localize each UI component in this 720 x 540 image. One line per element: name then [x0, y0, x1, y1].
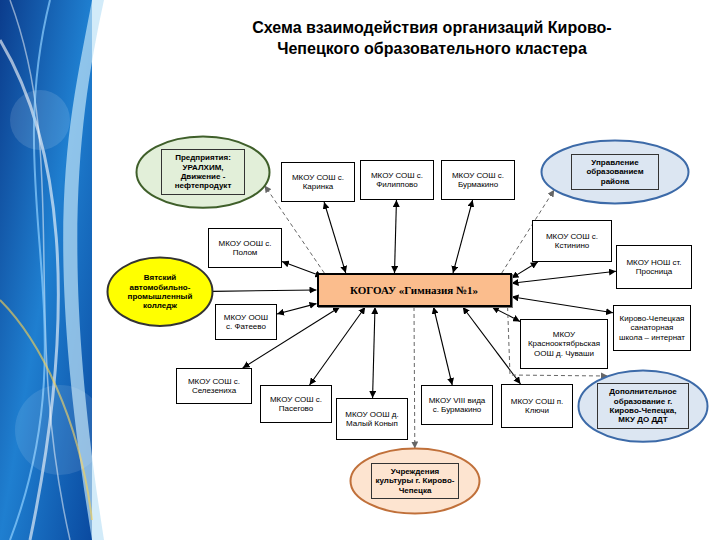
- node-label: МКОУ ООШ с. Полом: [213, 239, 277, 258]
- node-label: МКОУ СОШ с. Пасегово: [265, 395, 327, 414]
- arrow-connector: [512, 297, 614, 313]
- swirl-circle: [10, 90, 70, 150]
- node-label: МКОУ СОШ с. Кстинино: [537, 232, 607, 251]
- node-label: МКОУ ООШ д. Малый Конып: [341, 410, 403, 429]
- node-label: МКОУ СОШ с. Филиппово: [365, 171, 429, 190]
- partner-ellipse: Вятский автомобильно-промышленный коллед…: [106, 256, 214, 327]
- ellipse-shape: [579, 370, 708, 441]
- node-label: МКОУ VIII вида с. Бурмакино: [426, 396, 488, 415]
- school-box: МКОУ ООШ с. Фатеево: [215, 304, 277, 340]
- slide-title: Схема взаимодействия организаций Кирово-…: [232, 18, 632, 60]
- partner-ellipse: Дополнительное образование г. Кирово-Чеп…: [577, 369, 709, 443]
- arrow-connector: [324, 202, 346, 273]
- ellipse-shape: [542, 141, 689, 204]
- arrow-connector: [512, 271, 617, 283]
- node-label: МКОУ СОШ с. Каринка: [286, 173, 350, 192]
- ellipse-shape: [137, 136, 270, 207]
- arrow-connector: [492, 307, 520, 321]
- school-box: МКОУ СОШ с. Пасегово: [260, 385, 332, 423]
- school-box: МКОУ ООШ д. Малый Конып: [336, 398, 408, 440]
- node-label: МКОУ СОШ с. Бурмакино: [446, 171, 510, 190]
- school-box: МКОУ СОШ п. Ключи: [501, 384, 573, 428]
- node-label: Кирово-Чепецкая санаторная школа – интер…: [618, 314, 686, 342]
- ellipse-shape: [108, 258, 213, 326]
- school-box: Кирово-Чепецкая санаторная школа – интер…: [613, 305, 691, 351]
- swirl-circle: [15, 385, 105, 475]
- node-label: МКОУ Краснооктябрьская ООШ д. Чуваши: [525, 330, 603, 358]
- dashed-arrow: [414, 307, 416, 449]
- node-label: МКОУ СОШ п. Ключи: [506, 397, 568, 416]
- arrow-connector: [434, 307, 453, 385]
- node-label: МКОУ НОШ ст. Просница: [621, 258, 687, 277]
- node-label: Учреждения культуры г. Кирово-Чепецка: [375, 467, 455, 495]
- node-label: МКОУ ООШ с. Фатеево: [220, 313, 272, 332]
- arrow-connector: [512, 262, 538, 278]
- school-box: МКОУ СОШ с. Кстинино: [532, 220, 612, 262]
- school-box: МКОУ СОШ с. Селезениха: [176, 368, 252, 404]
- arrow-connector: [310, 307, 366, 385]
- partner-ellipse: Управление образованием района: [540, 139, 690, 205]
- dashed-arrow: [508, 307, 608, 376]
- node-label: МКОУ СОШ с. Селезениха: [181, 377, 247, 396]
- school-box: МКОУ НОШ ст. Просница: [616, 245, 692, 289]
- school-box: МКОУ СОШ с. Филиппово: [360, 160, 434, 200]
- arrow-connector: [212, 290, 316, 291]
- node-label: Предприятия: УРАЛХИМ, Движение - нефтепр…: [165, 153, 241, 191]
- inner-label-box: Предприятия: УРАЛХИМ, Движение - нефтепр…: [161, 149, 245, 195]
- partner-ellipse: Предприятия: УРАЛХИМ, Движение - нефтепр…: [135, 135, 271, 209]
- inner-label: Вятский автомобильно-промышленный коллед…: [121, 270, 199, 314]
- ellipse-shape: [351, 449, 480, 514]
- inner-label-box: Учреждения культуры г. Кирово-Чепецка: [371, 463, 459, 499]
- school-box: МКОУ ООШ с. Полом: [208, 228, 282, 268]
- central-box: КОГОАУ «Гимназия №1»: [317, 273, 512, 307]
- node-label: Вятский автомобильно-промышленный коллед…: [124, 273, 196, 311]
- school-box: МКОУ СОШ с. Бурмакино: [441, 160, 515, 200]
- school-box: МКОУ Краснооктябрьская ООШ д. Чуваши: [520, 319, 608, 369]
- node-label: Дополнительное образование г. Кирово-Чеп…: [601, 387, 685, 425]
- inner-label-box: Управление образованием района: [571, 154, 659, 190]
- arrow-connector: [453, 200, 473, 273]
- inner-label-box: Дополнительное образование г. Кирово-Чеп…: [597, 383, 689, 429]
- arrow-connector: [373, 307, 375, 398]
- partner-ellipse: Учреждения культуры г. Кирово-Чепецка: [349, 447, 481, 515]
- node-label: КОГОАУ «Гимназия №1»: [350, 284, 478, 296]
- arrow-connector: [395, 200, 397, 273]
- node-label: Управление образованием района: [575, 158, 655, 186]
- arrow-connector: [277, 304, 317, 314]
- arrow-connector: [463, 307, 521, 384]
- school-box: МКОУ СОШ с. Каринка: [281, 162, 355, 202]
- school-box: МКОУ VIII вида с. Бурмакино: [421, 385, 493, 425]
